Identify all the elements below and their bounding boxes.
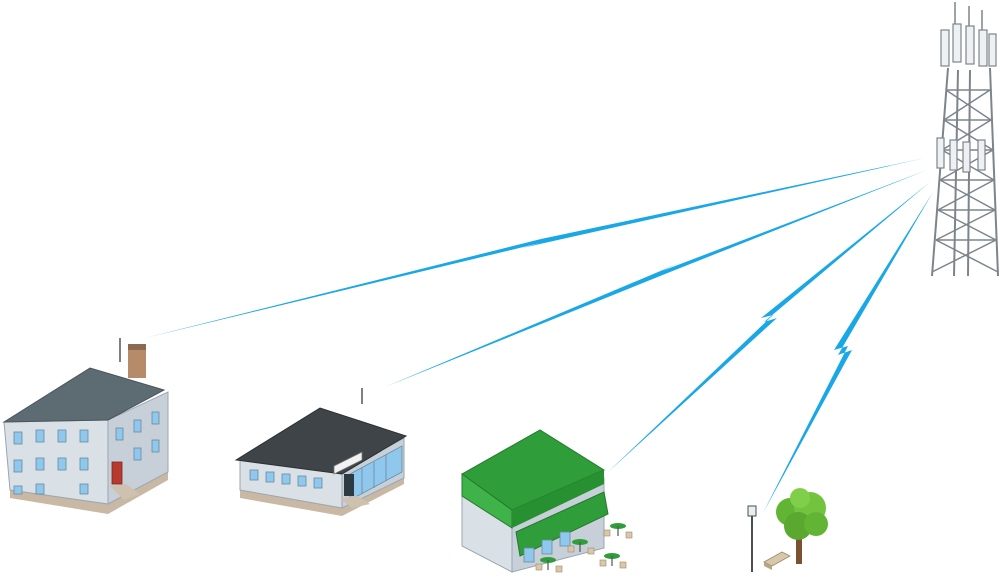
- cafe-icon: [461, 429, 633, 573]
- park-icon: [747, 488, 828, 572]
- signal-link-park: [763, 192, 933, 513]
- house-icon: [2, 338, 169, 514]
- cell-tower-icon: [931, 2, 999, 277]
- signal-link-house: [145, 158, 925, 338]
- signal-link-cafe: [607, 182, 930, 473]
- signal-links: [145, 158, 933, 513]
- office-building-icon: [234, 388, 408, 516]
